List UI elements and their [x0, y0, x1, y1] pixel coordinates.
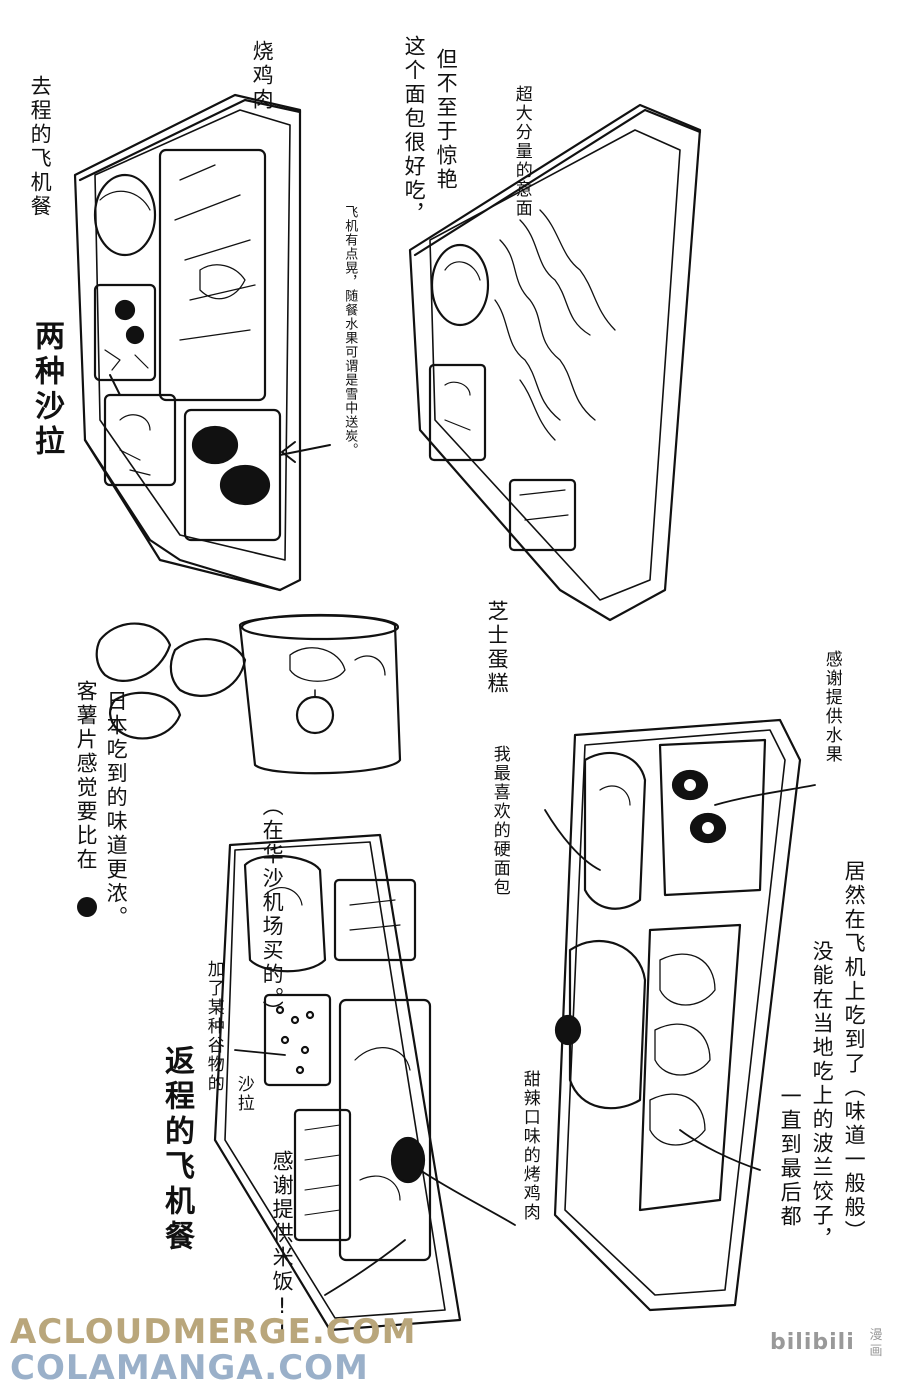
dumplings-note-line1: 一直到最后都 — [778, 1085, 803, 1229]
hard-bread-note: 我最喜欢的硬面包 — [489, 745, 510, 897]
grain-salad-note-line1: 加了某种谷物的 — [203, 960, 224, 1093]
outbound-meal-title: 去程的飞机餐 — [28, 75, 53, 219]
dumplings-note-line2: 没能在当地吃上的波兰饺子， — [810, 940, 835, 1252]
chips-note-line2: 日本吃到的味道更浓。 — [104, 690, 129, 930]
return-meal-title: 返程的飞机餐 — [159, 1045, 194, 1255]
pasta-note: 超大分量的意面 — [511, 85, 532, 218]
return-meal-tray-illustration — [213, 833, 516, 1332]
outbound-meal-tray-illustration — [73, 93, 331, 592]
cheesecake-note: 芝士蛋糕 — [485, 600, 510, 696]
pasta-tray-illustration — [408, 103, 702, 622]
bilibili-logo: bilibili — [770, 1330, 855, 1355]
potato-chips-can-illustration — [95, 613, 402, 775]
bread-note-line2: 但不至于惊艳 — [434, 48, 459, 192]
watermark-colamanga: COLAMANGA.COM — [10, 1348, 369, 1388]
sweet-spicy-chicken-note: 甜辣口味的烤鸡肉 — [519, 1070, 540, 1222]
chips-note-line1: 客薯片感觉要比在 — [74, 680, 99, 872]
bullet-dot — [77, 897, 97, 917]
grilled-chicken-note: 烧鸡肉 — [250, 40, 275, 112]
bread-note-line1: 这个面包很好吃， — [402, 35, 427, 227]
grain-salad-note-line2: 沙拉 — [233, 1075, 254, 1113]
rice-thanks-note: 感谢提供米饭!! — [270, 1150, 295, 1348]
fruit-thanks-note: 感谢提供水果 — [821, 650, 842, 764]
dumplings-note-line3: 居然在飞机上吃到了（味道一般般） — [842, 860, 867, 1244]
watermark-acloudmerge: ACLOUDMERGE.COM — [10, 1312, 417, 1352]
chips-origin-note: （在华沙机场买的。） — [260, 795, 285, 1025]
bilibili-manga-label: 漫画 — [869, 1328, 883, 1359]
two-salads-note: 两种沙拉 — [29, 320, 64, 460]
dumplings-tray-illustration — [544, 718, 816, 1312]
fruit-note: 飞机有点晃，随餐水果可谓是雪中送炭。 — [342, 205, 358, 457]
